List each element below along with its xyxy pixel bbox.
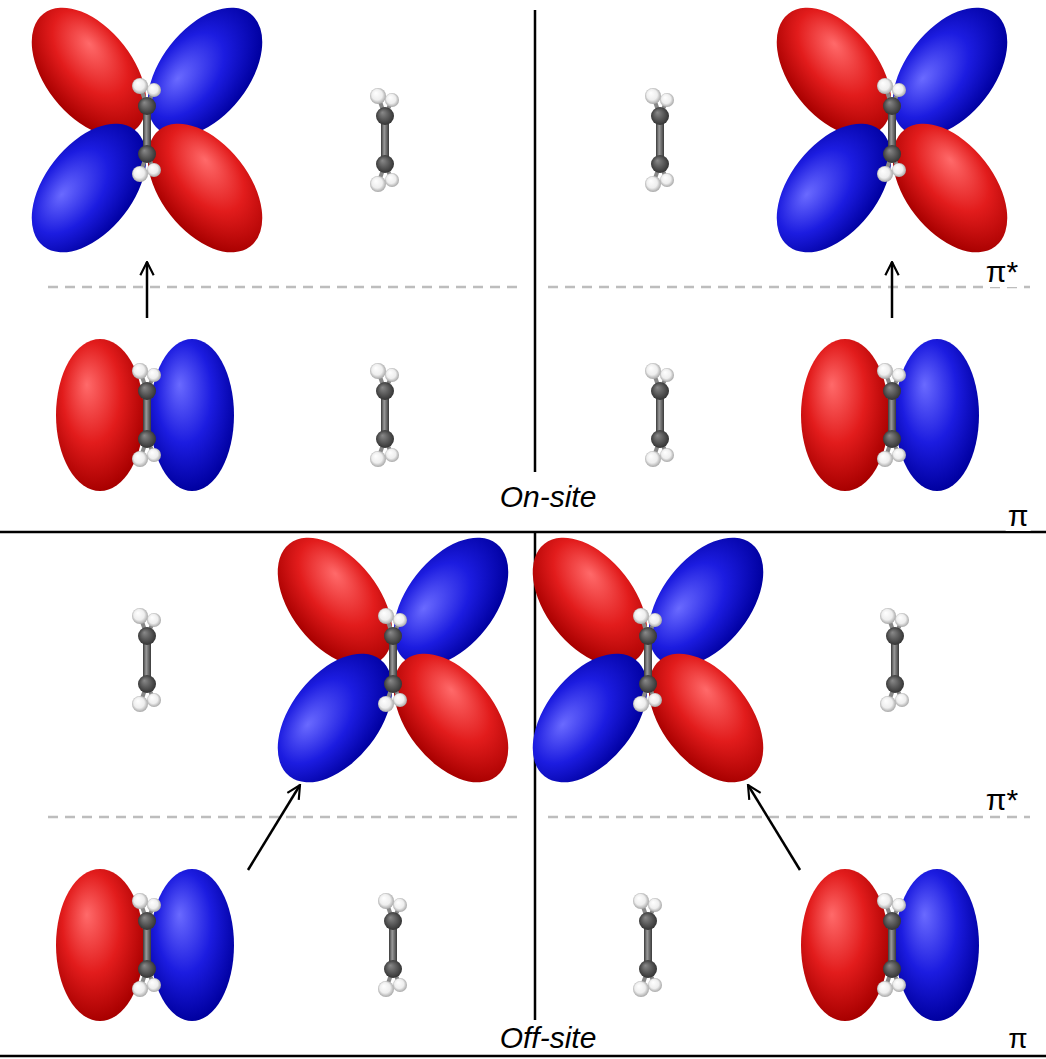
pi-orbital	[801, 869, 979, 1021]
excitation-arrow	[248, 785, 300, 870]
ethylene-molecule	[132, 363, 161, 467]
pi-star-orbital	[9, 0, 285, 273]
dashed-line	[48, 816, 520, 819]
ethylene-molecule	[877, 78, 906, 182]
divider-line	[0, 1055, 1046, 1058]
orbital-level-label: π*	[984, 785, 1020, 815]
panel-title: Off-site	[498, 1023, 599, 1053]
ethylene-molecule	[633, 893, 662, 997]
divider-line	[534, 10, 537, 472]
energy-divider	[48, 287, 1030, 817]
pi-star-orbital	[754, 0, 1030, 273]
frame	[0, 10, 1046, 1056]
ethylene-molecule	[633, 608, 662, 712]
ethylene-molecule	[132, 608, 161, 712]
pi-orbital	[56, 339, 234, 491]
ethylene-molecule	[370, 363, 399, 467]
pi-star-orbital	[255, 517, 531, 804]
excitation-arrow	[748, 785, 800, 870]
ethylene-molecule	[645, 363, 674, 467]
ethylene-molecule	[880, 608, 909, 712]
ethylene-molecule	[877, 363, 906, 467]
dashed-line	[548, 816, 1030, 819]
ethylene-molecule	[378, 608, 407, 712]
ethylene-molecule	[132, 893, 161, 997]
pi-star-orbital	[510, 517, 786, 804]
pi-orbital	[801, 339, 979, 491]
divider-line	[534, 532, 537, 1020]
excitation-arrow	[146, 262, 149, 318]
dashed-line	[48, 286, 520, 289]
orbital-level-label: π*	[984, 257, 1020, 287]
ethylene-molecule	[877, 893, 906, 997]
orbital-level-label: π	[1006, 501, 1031, 531]
ethylene-molecule	[645, 88, 674, 192]
ethylene-molecule	[132, 78, 161, 182]
pi-orbital	[56, 869, 234, 1021]
orbital-level-label: π	[1006, 1025, 1029, 1053]
dashed-line	[548, 286, 1030, 289]
panel-title: On-site	[498, 482, 599, 512]
divider-line	[0, 531, 1046, 534]
ethylene-molecule	[378, 893, 407, 997]
ethylene-molecule	[370, 88, 399, 192]
excitation-arrow	[891, 262, 894, 318]
